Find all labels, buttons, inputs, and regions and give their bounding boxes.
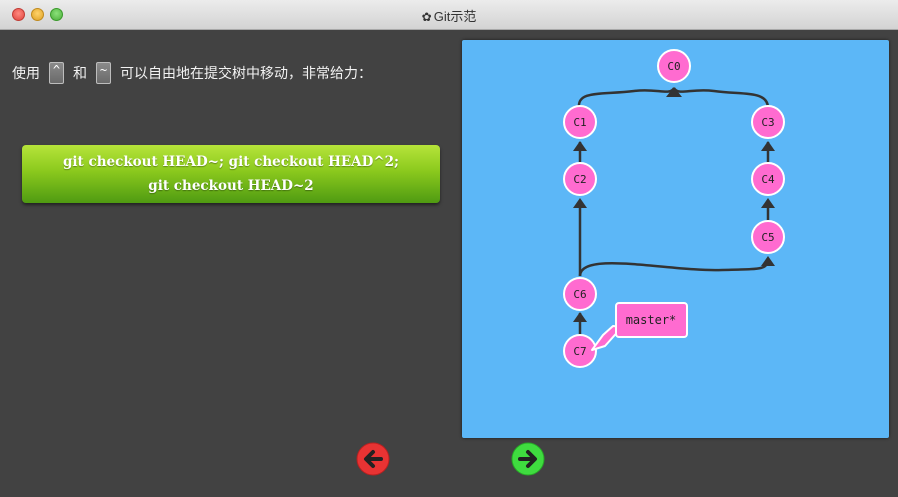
commit-label-c4: C4 — [761, 173, 775, 186]
commit-graph: C0 C1 C2 C3 C4 C5 — [563, 49, 785, 368]
instruction-suffix: 可以自由地在提交树中移动，非常给力： — [120, 66, 372, 82]
edge-c6-c5 — [578, 257, 770, 277]
arrowhead-c0 — [666, 87, 682, 97]
arrow-right-icon — [511, 442, 545, 476]
instruction-text: 使用 ^ 和 ~ 可以自由地在提交树中移动，非常给力： — [12, 62, 372, 84]
edge-c1-c0 — [577, 87, 676, 109]
commit-label-c2: C2 — [573, 173, 586, 186]
window-title-text: Git示范 — [433, 9, 477, 24]
arrowhead-c4 — [761, 198, 775, 208]
commit-node-c3[interactable]: C3 — [751, 105, 785, 139]
commit-node-c7[interactable]: C7 — [563, 334, 597, 368]
tilde-keycap: ~ — [96, 62, 111, 84]
arrowhead-c1 — [573, 141, 587, 151]
back-button[interactable] — [356, 442, 390, 476]
command-line-2: git checkout HEAD~2 — [148, 178, 314, 194]
title-bar: ✿Git示范 — [0, 0, 898, 30]
commit-node-c5[interactable]: C5 — [751, 220, 785, 254]
branch-tag-master[interactable]: master* — [591, 302, 688, 351]
edge-c3-c0 — [672, 87, 770, 109]
commit-node-c0[interactable]: C0 — [657, 49, 691, 83]
command-box[interactable]: git checkout HEAD~; git checkout HEAD^2;… — [22, 145, 440, 203]
commit-label-c7: C7 — [573, 345, 586, 358]
forward-button[interactable] — [511, 442, 545, 476]
commit-node-c1[interactable]: C1 — [563, 105, 597, 139]
commit-label-c5: C5 — [761, 231, 774, 244]
instruction-prefix: 使用 — [12, 66, 40, 82]
command-line-1: git checkout HEAD~; git checkout HEAD^2; — [62, 154, 400, 170]
minimize-window-button[interactable] — [31, 8, 44, 21]
commit-node-c6[interactable]: C6 — [563, 277, 597, 311]
gear-icon: ✿ — [421, 10, 432, 24]
close-window-button[interactable] — [12, 8, 25, 21]
instruction-middle: 和 — [73, 66, 87, 82]
commit-label-c6: C6 — [573, 288, 586, 301]
maximize-window-button[interactable] — [50, 8, 63, 21]
commit-node-c2[interactable]: C2 — [563, 162, 597, 196]
branch-label: master* — [626, 313, 677, 327]
caret-keycap: ^ — [49, 62, 64, 84]
commit-node-c4[interactable]: C4 — [751, 162, 785, 196]
arrowhead-c5 — [761, 256, 775, 266]
commit-label-c0: C0 — [667, 60, 680, 73]
arrowhead-c2 — [573, 198, 587, 208]
arrow-left-icon — [356, 442, 390, 476]
window-title: ✿Git示范 — [0, 6, 898, 25]
arrowhead-c6 — [573, 312, 587, 322]
commit-label-c3: C3 — [761, 116, 774, 129]
arrowhead-c3 — [761, 141, 775, 151]
commit-graph-panel: C0 C1 C2 C3 C4 C5 — [462, 40, 889, 438]
commit-label-c1: C1 — [573, 116, 586, 129]
